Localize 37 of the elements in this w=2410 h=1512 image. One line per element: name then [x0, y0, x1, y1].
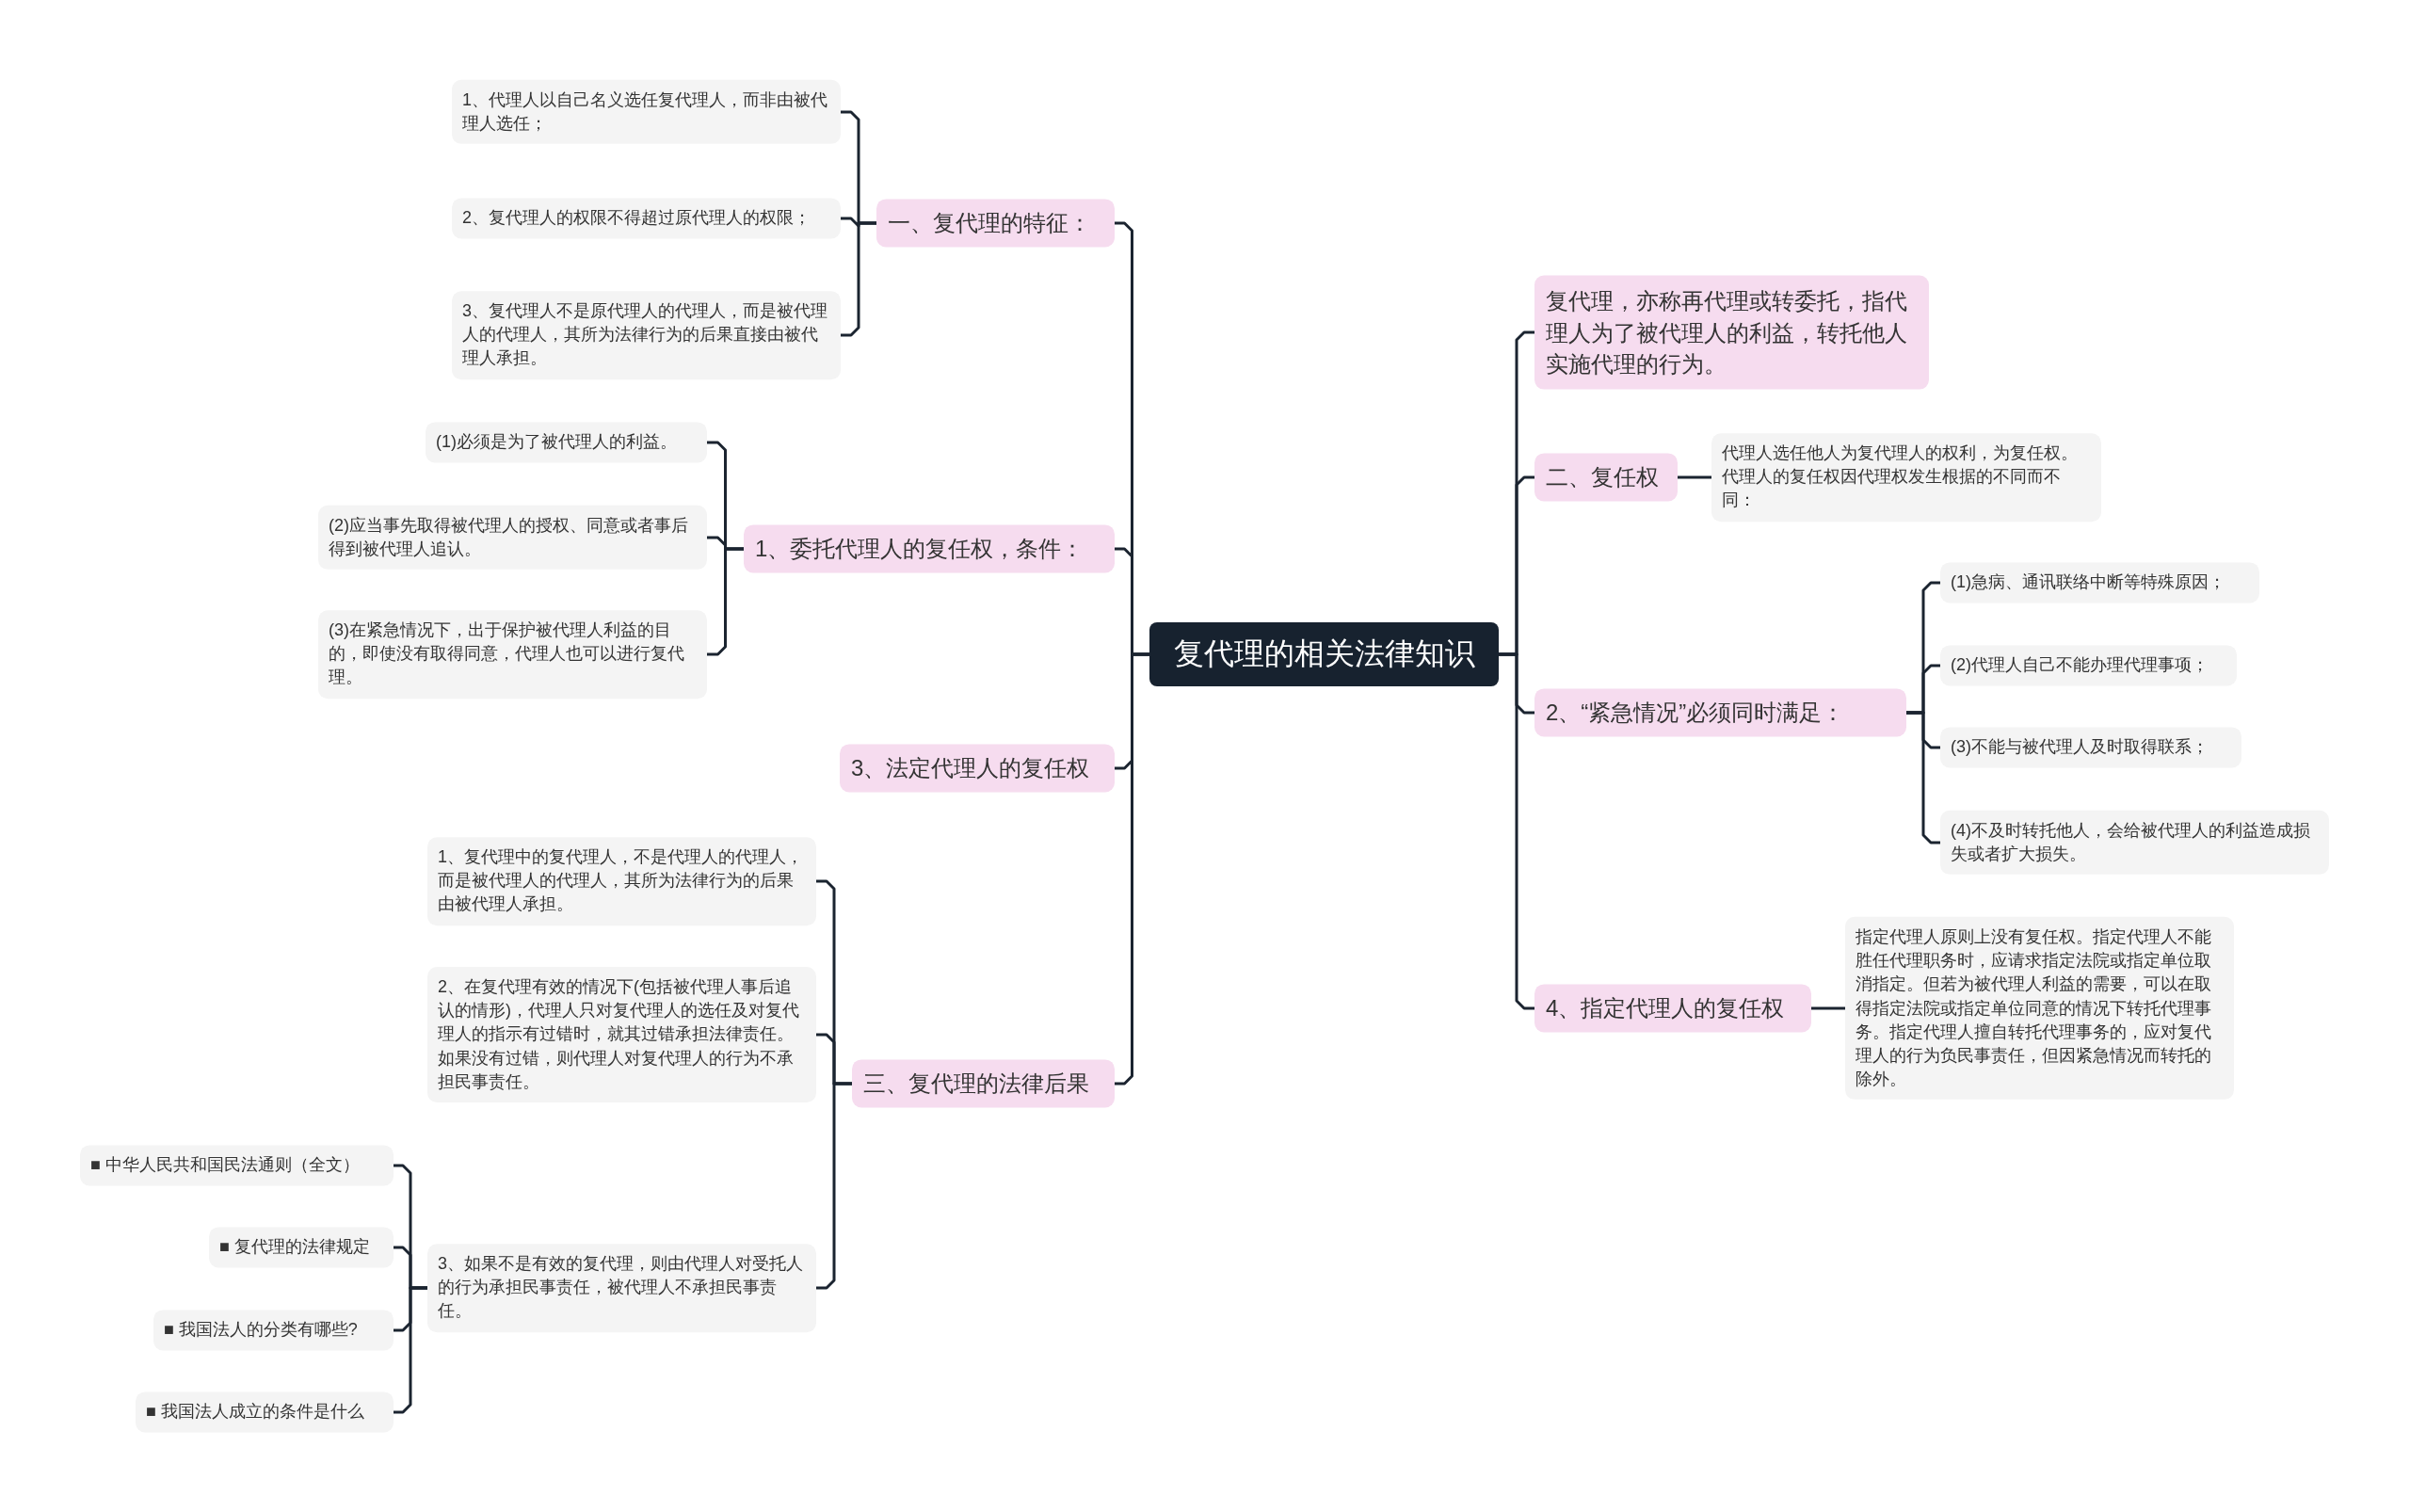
subtopic-box: (2)代理人自己不能办理代理事项；	[1940, 645, 2237, 686]
subtopic-box: 指定代理人原则上没有复任权。指定代理人不能胜任代理职务时，应请求指定法院或指定单位取消指定。但若为被代理人利益的需要，可以在取得指定法院或指定单位同意的情况下转托代理事务。指定代理人擅自转托代理事务的，应对复代理人的行为负民事责任，但因紧急情况而转托的除外。	[1845, 916, 2234, 1101]
subtopic-box: ■ 我国法人成立的条件是什么	[136, 1391, 394, 1433]
connector-line	[816, 1082, 852, 1290]
topic-box: 1、委托代理人的复任权，条件：	[744, 524, 1115, 573]
subtopic-box: 2、复代理人的权限不得超过原代理人的权限；	[452, 198, 841, 239]
topic-box: 一、复代理的特征：	[876, 199, 1115, 248]
connector-line	[1906, 711, 1940, 844]
subtopic-box: ■ 复代理的法律规定	[209, 1227, 394, 1268]
central-topic: 复代理的相关法律知识	[1149, 622, 1499, 686]
subtopic-box: 2、在复代理有效的情况下(包括被代理人事后追认的情形)，代理人只对复代理人的选任及对复代理人的指示有过错时，就其过错承担法律责任。如果没有过错，则代理人对复代理人的行为不承担民事责任。	[427, 967, 816, 1102]
connector-line	[841, 221, 876, 337]
subtopic-box: 1、代理人以自己名义选任复代理人，而非由被代理人选任；	[452, 79, 841, 145]
subtopic-box: (3)不能与被代理人及时取得联系；	[1940, 727, 2241, 768]
subtopic-box: 代理人选任他人为复代理人的权利，为复任权。代理人的复任权因代理权发生根据的不同而不同：	[1711, 433, 2101, 522]
subtopic-box: 3、复代理人不是原代理人的代理人，而是被代理人的代理人，其所为法律行为的后果直接由被代理人承担。	[452, 291, 841, 379]
subtopic-box: (4)不及时转托他人，会给被代理人的利益造成损失或者扩大损失。	[1940, 810, 2329, 876]
connector-line	[1115, 652, 1149, 1086]
topic-box: 4、指定代理人的复任权	[1534, 984, 1811, 1033]
connector-line	[394, 1286, 427, 1414]
topic-box: 复代理，亦称再代理或转委托，指代理人为了被代理人的利益，转托他人实施代理的行为。	[1534, 275, 1929, 390]
subtopic-box: 1、复代理中的复代理人，不是代理人的代理人，而是被代理人的代理人，其所为法律行为的后果由被代理人承担。	[427, 837, 816, 925]
topic-box: 三、复代理的法律后果	[852, 1059, 1115, 1108]
topic-box: 3、法定代理人的复任权	[840, 744, 1115, 793]
subtopic-box: (3)在紧急情况下，出于保护被代理人利益的目的，即使没有取得同意，代理人也可以进行复代理。	[318, 610, 707, 699]
connector-line	[1678, 475, 1711, 479]
topic-box: 二、复任权	[1534, 453, 1678, 502]
connector-line	[1811, 1006, 1845, 1010]
subtopic-box: ■ 我国法人的分类有哪些?	[153, 1310, 394, 1351]
subtopic-box: (1)急病、通讯联络中断等特殊原因；	[1940, 562, 2259, 603]
connector-line	[1499, 652, 1534, 1010]
topic-box: 2、“紧急情况”必须同时满足：	[1534, 688, 1906, 737]
subtopic-box: (1)必须是为了被代理人的利益。	[426, 422, 707, 463]
subtopic-box: 3、如果不是有效的复代理，则由代理人对受托人的行为承担民事责任，被代理人不承担民事责任。	[427, 1244, 816, 1332]
connector-line	[707, 547, 744, 656]
subtopic-box: ■ 中华人民共和国民法通则（全文）	[80, 1145, 394, 1186]
subtopic-box: (2)应当事先取得被代理人的授权、同意或者事后得到被代理人追认。	[318, 505, 707, 571]
